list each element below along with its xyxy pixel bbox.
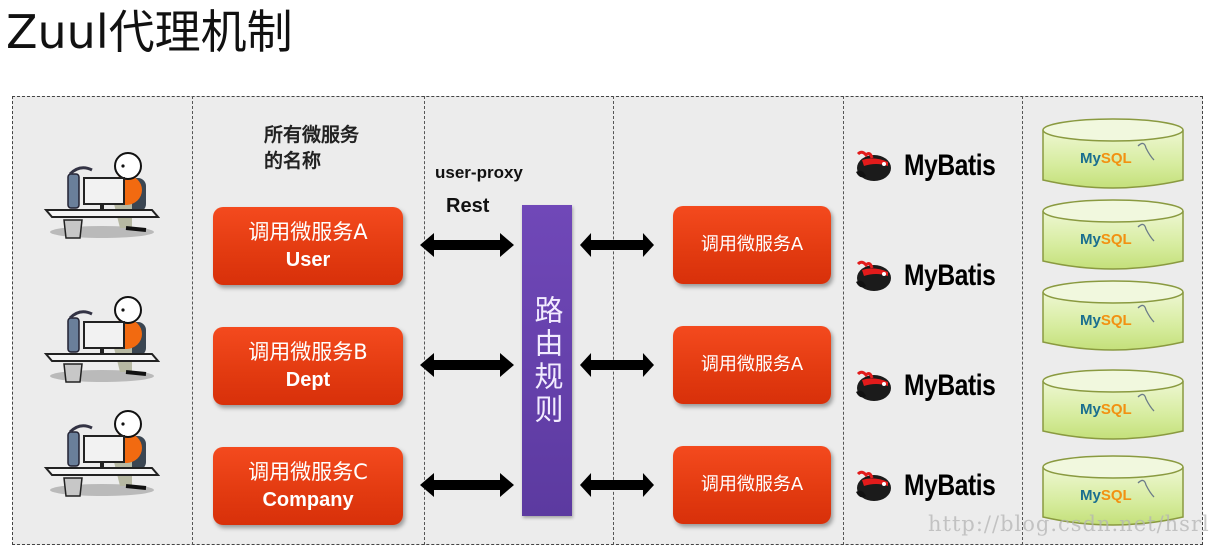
protocol-label: Rest <box>446 195 490 217</box>
double-arrow-icon <box>580 473 654 497</box>
mysql-label: MySQL <box>1080 312 1132 329</box>
double-arrow-icon <box>420 353 514 377</box>
mysql-database: MySQL <box>1040 116 1186 194</box>
service-alias: User <box>285 249 331 271</box>
double-arrow-icon <box>580 233 654 257</box>
mysql-label: MySQL <box>1080 231 1132 248</box>
service-name: 调用微服务C <box>248 460 368 484</box>
proxy-name: user-proxy <box>435 163 523 182</box>
routing-rules-label: 路由规则 <box>530 294 564 427</box>
mybatis-logo: MyBatis <box>852 466 1016 506</box>
service-name: 调用微服务B <box>248 340 368 364</box>
diagram-panel <box>12 96 1203 545</box>
mysql-database: MySQL <box>1040 367 1186 445</box>
user-at-computer-icon <box>44 295 160 384</box>
page-title: Zuul代理机制 <box>6 5 293 59</box>
mysql-label: MySQL <box>1080 401 1132 418</box>
mybatis-bird-icon <box>854 370 893 403</box>
column-divider <box>1022 96 1023 545</box>
mysql-label: MySQL <box>1080 487 1132 504</box>
mybatis-label: MyBatis <box>904 469 996 502</box>
routing-rules-block[interactable]: 路由规则 <box>522 205 572 516</box>
backend-service-box[interactable]: 调用微服务A <box>673 446 831 524</box>
column-divider <box>613 96 614 545</box>
column-divider <box>843 96 844 545</box>
service-alias: Company <box>262 489 354 511</box>
service-alias: Dept <box>285 369 331 391</box>
watermark: http://blog.csdn.net/hsrlzg <box>928 512 1210 536</box>
mybatis-bird-icon <box>854 150 893 183</box>
column-divider <box>192 96 193 545</box>
backend-service-name: 调用微服务A <box>700 354 804 375</box>
mybatis-bird-icon <box>854 470 893 503</box>
mybatis-logo: MyBatis <box>852 146 1016 186</box>
double-arrow-icon <box>420 473 514 497</box>
double-arrow-icon <box>420 233 514 257</box>
mysql-database: MySQL <box>1040 278 1186 356</box>
double-arrow-icon <box>580 353 654 377</box>
mysql-database: MySQL <box>1040 197 1186 275</box>
service-name: 调用微服务A <box>248 220 368 244</box>
user-at-computer-icon <box>44 409 160 498</box>
mybatis-bird-icon <box>854 260 893 293</box>
service-box-c[interactable]: 调用微服务C Company <box>213 447 403 525</box>
mybatis-label: MyBatis <box>904 369 996 402</box>
mybatis-logo: MyBatis <box>852 256 1016 296</box>
user-at-computer-icon <box>44 151 160 240</box>
backend-service-box[interactable]: 调用微服务A <box>673 206 831 284</box>
mybatis-label: MyBatis <box>904 149 996 182</box>
services-column-header: 所有微服务的名称 <box>264 124 360 172</box>
backend-service-name: 调用微服务A <box>700 474 804 495</box>
mysql-database: MySQL <box>1040 453 1186 531</box>
mybatis-logo: MyBatis <box>852 366 1016 406</box>
mybatis-label: MyBatis <box>904 259 996 292</box>
mysql-label: MySQL <box>1080 150 1132 167</box>
service-box-b[interactable]: 调用微服务B Dept <box>213 327 403 405</box>
backend-service-box[interactable]: 调用微服务A <box>673 326 831 404</box>
service-box-a[interactable]: 调用微服务A User <box>213 207 403 285</box>
backend-service-name: 调用微服务A <box>700 234 804 255</box>
column-divider <box>424 96 425 545</box>
